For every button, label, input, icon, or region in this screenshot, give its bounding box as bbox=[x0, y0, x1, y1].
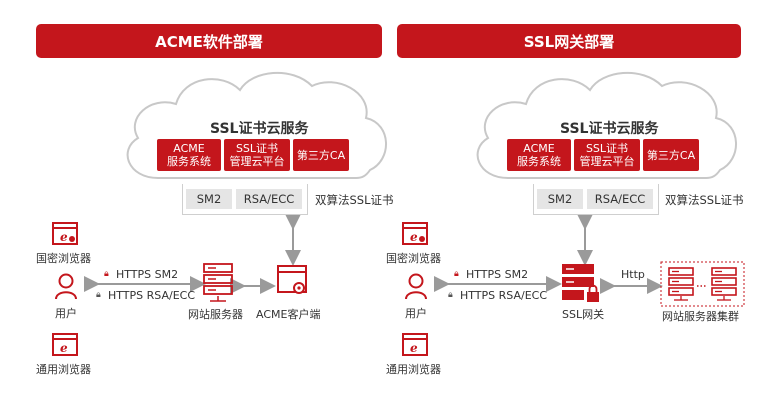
left-lock-red-icon: 🔒︎ bbox=[104, 269, 109, 279]
left-algo-sm2: SM2 bbox=[186, 189, 232, 209]
right-algo-sm2: SM2 bbox=[537, 189, 583, 209]
cluster-frame bbox=[660, 261, 745, 307]
right-lock-gray-icon: 🔒︎ bbox=[448, 290, 453, 300]
left-acme-client-icon bbox=[277, 265, 307, 294]
left-browser-general-icon: e bbox=[52, 333, 78, 356]
right-https-rsa: HTTPS RSA/ECC bbox=[460, 289, 548, 302]
left-service-ssl-platform: SSL证书 管理云平台 bbox=[224, 139, 290, 171]
right-browser-general-label: 通用浏览器 bbox=[386, 363, 441, 376]
left-browser-gm-label: 国密浏览器 bbox=[36, 252, 91, 265]
right-http-label: Http bbox=[621, 268, 645, 281]
right-browser-gm-icon: e bbox=[402, 222, 428, 245]
left-acme-client-label: ACME客户端 bbox=[256, 308, 321, 321]
right-lock-red-icon: 🔒︎ bbox=[454, 269, 459, 279]
left-algo-rsa: RSA/ECC bbox=[236, 189, 302, 209]
right-ssl-gateway-icon bbox=[562, 264, 599, 302]
svg-text:e: e bbox=[410, 230, 418, 244]
right-https-sm2: HTTPS SM2 bbox=[466, 268, 529, 281]
left-https-sm2: HTTPS SM2 bbox=[116, 268, 179, 281]
left-header: ACME软件部署 bbox=[36, 24, 382, 58]
right-cluster-label: 网站服务器集群 bbox=[662, 310, 739, 323]
svg-text:e: e bbox=[60, 341, 68, 355]
left-user-icon bbox=[55, 273, 77, 300]
right-header: SSL网关部署 bbox=[397, 24, 741, 58]
right-cluster-server-2-icon bbox=[711, 267, 737, 301]
right-browser-general-icon: e bbox=[402, 333, 428, 356]
right-algo-label: 双算法SSL证书 bbox=[665, 193, 744, 207]
left-web-server-icon bbox=[203, 263, 233, 302]
right-gateway-label: SSL网关 bbox=[562, 308, 605, 321]
right-user-icon bbox=[405, 273, 427, 300]
right-service-third-party-ca: 第三方CA bbox=[643, 139, 699, 171]
left-web-server-label: 网站服务器 bbox=[188, 308, 243, 321]
svg-text:e: e bbox=[60, 230, 68, 244]
right-cluster-server-1-icon bbox=[668, 267, 694, 301]
left-cloud-title: SSL证书云服务 bbox=[210, 121, 309, 137]
left-https-rsa: HTTPS RSA/ECC bbox=[108, 289, 196, 302]
left-service-third-party-ca: 第三方CA bbox=[293, 139, 349, 171]
left-service-acme: ACME 服务系统 bbox=[157, 139, 221, 171]
left-algo-label: 双算法SSL证书 bbox=[315, 193, 394, 207]
right-algo-rsa: RSA/ECC bbox=[587, 189, 653, 209]
right-cloud-title: SSL证书云服务 bbox=[560, 121, 659, 137]
left-browser-general-label: 通用浏览器 bbox=[36, 363, 91, 376]
right-service-acme: ACME 服务系统 bbox=[507, 139, 571, 171]
right-user-label: 用户 bbox=[405, 307, 427, 320]
left-lock-gray-icon: 🔒︎ bbox=[96, 290, 101, 300]
right-service-ssl-platform: SSL证书 管理云平台 bbox=[574, 139, 640, 171]
svg-text:e: e bbox=[410, 341, 418, 355]
left-user-label: 用户 bbox=[55, 307, 77, 320]
left-browser-gm-icon: e bbox=[52, 222, 78, 245]
right-browser-gm-label: 国密浏览器 bbox=[386, 252, 441, 265]
